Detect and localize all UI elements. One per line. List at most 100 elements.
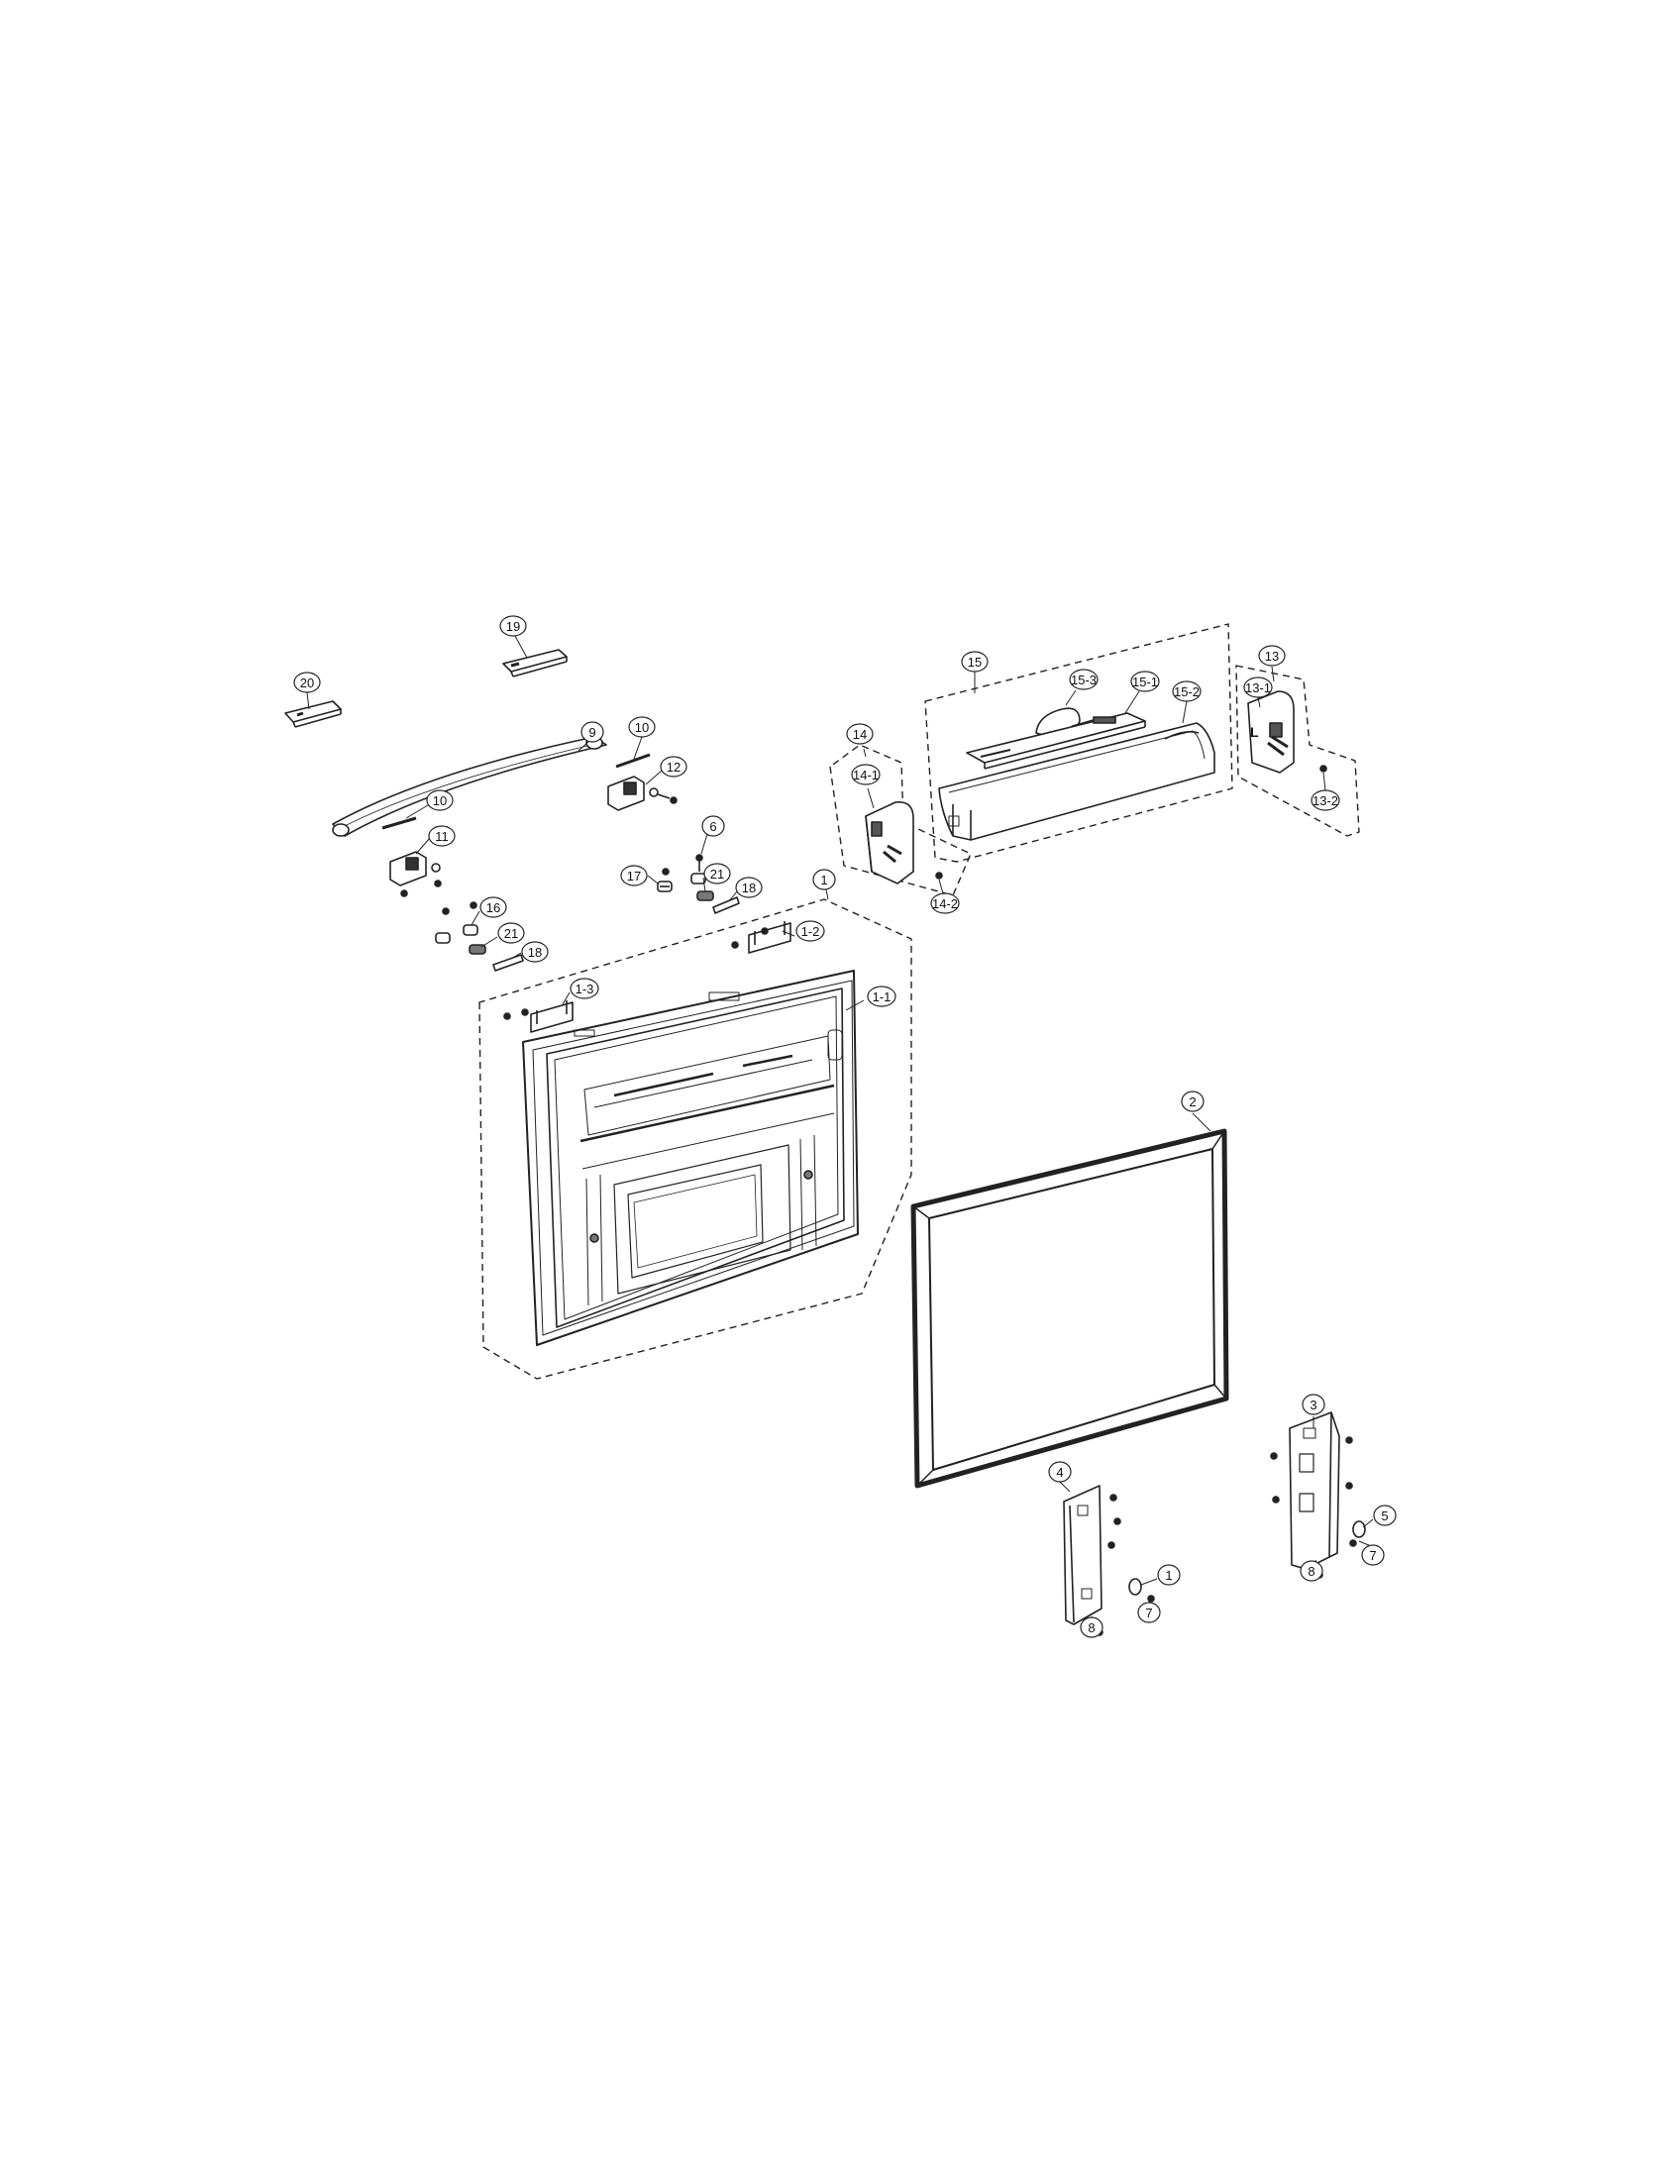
callout-12-label: 12 bbox=[667, 760, 681, 775]
part-21-spring-left bbox=[469, 944, 486, 955]
part-18-pad-left bbox=[492, 954, 524, 972]
callout-1-1: 1-1 bbox=[867, 986, 896, 1007]
callout-1: 1 bbox=[812, 869, 836, 890]
callout-19-label: 19 bbox=[506, 619, 520, 634]
part-13-1-bin-side bbox=[1247, 690, 1295, 774]
callout-7-bottom-label: 7 bbox=[1145, 1606, 1152, 1620]
callout-4-label: 4 bbox=[1056, 1465, 1063, 1480]
callout-10-left-label: 10 bbox=[433, 793, 447, 808]
callout-14-2: 14-2 bbox=[930, 892, 960, 914]
callout-5: 5 bbox=[1373, 1505, 1397, 1526]
callout-8-right-label: 8 bbox=[1308, 1564, 1314, 1579]
callout-9: 9 bbox=[580, 721, 604, 743]
part-13-2-screw bbox=[1319, 765, 1327, 773]
part-21-spring-right bbox=[696, 890, 714, 901]
callout-15-3: 15-3 bbox=[1069, 669, 1099, 690]
callout-14-1-label: 14-1 bbox=[853, 768, 879, 782]
part-18-pad-right bbox=[712, 896, 740, 914]
callout-17-label: 17 bbox=[627, 869, 641, 884]
callout-2: 2 bbox=[1181, 1091, 1205, 1112]
callout-14: 14 bbox=[846, 723, 874, 745]
part-1-1-door bbox=[522, 970, 859, 1346]
callout-18-right-label: 18 bbox=[742, 881, 756, 895]
assembly-13-boundary bbox=[1235, 665, 1360, 837]
callout-19: 19 bbox=[499, 615, 527, 637]
callout-12: 12 bbox=[660, 756, 687, 778]
callout-14-2-label: 14-2 bbox=[932, 896, 958, 911]
callout-18-right: 18 bbox=[735, 877, 763, 898]
part-15-2-bin bbox=[938, 722, 1215, 841]
door-side-letter: L bbox=[1250, 724, 1259, 740]
part-3-bracket bbox=[1270, 1411, 1366, 1579]
callout-15-1-label: 15-1 bbox=[1132, 675, 1158, 689]
callout-1-2-label: 1-2 bbox=[801, 924, 820, 939]
part-1-2-bracket bbox=[731, 921, 791, 954]
callout-21-right-label: 21 bbox=[710, 867, 724, 882]
part-10-pin-left bbox=[381, 816, 417, 830]
assembly-15-boundary bbox=[924, 623, 1233, 863]
callout-18-left: 18 bbox=[521, 941, 549, 963]
callout-15-label: 15 bbox=[968, 655, 982, 670]
callout-13-2: 13-2 bbox=[1311, 789, 1340, 811]
part-10-pin-top bbox=[615, 753, 651, 769]
callout-16: 16 bbox=[479, 896, 507, 918]
callout-8-right: 8 bbox=[1300, 1560, 1323, 1582]
callout-15-1: 15-1 bbox=[1130, 671, 1160, 692]
callout-13-2-label: 13-2 bbox=[1312, 793, 1338, 808]
callout-18-left-label: 18 bbox=[528, 945, 542, 960]
callout-8-bottom: 8 bbox=[1080, 1616, 1103, 1638]
callout-1-1-label: 1-1 bbox=[873, 989, 892, 1004]
part-4-bracket bbox=[1063, 1485, 1155, 1636]
assembly-14-boundary bbox=[829, 744, 972, 896]
callout-16-label: 16 bbox=[486, 900, 500, 915]
callout-1-bottom: 1 bbox=[1157, 1564, 1181, 1586]
part-9-handle bbox=[332, 736, 607, 837]
part-14-2-screw bbox=[935, 872, 943, 880]
callout-20-label: 20 bbox=[300, 676, 314, 690]
callout-5-label: 5 bbox=[1381, 1508, 1388, 1523]
callout-8-bottom-label: 8 bbox=[1088, 1620, 1095, 1635]
callout-14-1: 14-1 bbox=[851, 764, 881, 785]
callout-3-label: 3 bbox=[1310, 1398, 1316, 1412]
part-20-cover bbox=[284, 700, 342, 728]
callout-6: 6 bbox=[701, 815, 725, 837]
callout-13: 13 bbox=[1258, 645, 1286, 667]
callout-21-left: 21 bbox=[497, 922, 525, 944]
part-1-3-bracket bbox=[503, 1000, 574, 1033]
part-17-clip bbox=[657, 868, 673, 892]
callout-1-3-label: 1-3 bbox=[576, 982, 594, 996]
callout-21-right: 21 bbox=[703, 863, 731, 884]
callout-1-2: 1-2 bbox=[795, 920, 825, 942]
callout-3: 3 bbox=[1302, 1394, 1325, 1415]
callout-15-2: 15-2 bbox=[1172, 680, 1202, 702]
part-15-1-cover bbox=[966, 712, 1146, 770]
callout-bubbles: 20 19 9 10 12 10 11 6 17 21 18 16 21 18 … bbox=[293, 615, 1397, 1638]
callout-17: 17 bbox=[620, 865, 648, 886]
callout-21-left-label: 21 bbox=[504, 926, 518, 941]
callout-20: 20 bbox=[293, 672, 321, 693]
part-16-screw bbox=[435, 901, 478, 944]
callout-1-3: 1-3 bbox=[570, 978, 599, 999]
callout-9-label: 9 bbox=[588, 725, 595, 740]
part-2-gasket bbox=[910, 1128, 1229, 1489]
callout-15-3-label: 15-3 bbox=[1071, 673, 1097, 687]
part-6-screw bbox=[690, 854, 706, 884]
callout-13-label: 13 bbox=[1265, 649, 1279, 664]
callout-10-top-label: 10 bbox=[635, 720, 649, 735]
callout-11-label: 11 bbox=[435, 829, 449, 844]
part-12-hinge bbox=[607, 776, 678, 811]
leader-lines bbox=[306, 635, 1374, 1633]
callout-1-label: 1 bbox=[820, 873, 827, 887]
callout-15: 15 bbox=[961, 651, 989, 673]
callout-14-label: 14 bbox=[853, 727, 867, 742]
part-11-hinge bbox=[389, 851, 442, 897]
callout-4: 4 bbox=[1048, 1461, 1072, 1483]
callout-7-right: 7 bbox=[1361, 1544, 1385, 1566]
part-19-cover bbox=[502, 649, 568, 677]
callout-13-1: 13-1 bbox=[1243, 676, 1273, 698]
callout-7-bottom: 7 bbox=[1137, 1602, 1161, 1623]
callout-7-right-label: 7 bbox=[1369, 1548, 1376, 1563]
part-14-1-bin-side bbox=[865, 801, 914, 884]
callout-6-label: 6 bbox=[709, 819, 716, 834]
